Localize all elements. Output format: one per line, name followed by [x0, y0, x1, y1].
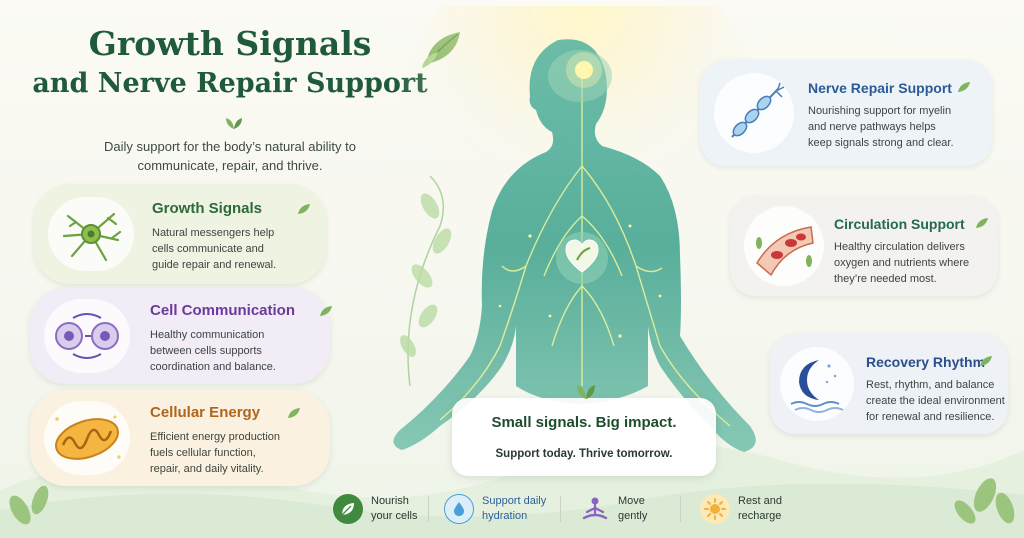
move-line-2: gently [618, 510, 648, 522]
circ-line-1: Healthy circulation delivers [834, 241, 965, 253]
rest-line-2: recharge [738, 510, 782, 522]
nourish-line-2: your cells [371, 510, 418, 522]
energy-line-1: Efficient energy production [150, 431, 281, 443]
impact-sprout-icon [577, 385, 595, 399]
growth-signals-body: Natural messengers help cells communicat… [152, 226, 342, 274]
move-line-1: Move [618, 495, 645, 508]
nerve-line-2: and nerve pathways helps [808, 120, 936, 133]
neuron-icon [62, 212, 122, 262]
title-line-2: and Nerve Repair Support [32, 67, 428, 99]
nourish-line-1: Nourish [371, 495, 409, 508]
comm-line-2: between cells supports [150, 344, 262, 357]
circulation-leaf-icon [976, 218, 988, 228]
recovery-leaf-icon [980, 356, 992, 366]
energy-leaf-icon [288, 408, 300, 418]
hydration-text: Support daily hydration [482, 494, 546, 524]
myelin-nerve-icon [731, 82, 785, 138]
moon-icon-wrap [780, 347, 854, 421]
mitochondria-icon-wrap [44, 401, 130, 475]
move-text: Move gently [618, 494, 647, 524]
nerve-icon-wrap [714, 73, 794, 153]
cells-icon [55, 313, 119, 359]
comm-leaf-icon [320, 306, 332, 316]
rest-line-1: Rest and [738, 495, 783, 508]
rest-text: Rest and recharge [738, 494, 782, 524]
cellular-energy-title: Cellular Energy [150, 404, 261, 421]
meditation-icon [580, 494, 610, 524]
nerve-repair-card: Nerve Repair Support Nourishing support … [700, 60, 992, 166]
nerve-line-1: Nourishing support for myelin [808, 105, 952, 117]
recov-line-3: for renewal and resilience. [866, 410, 995, 423]
cell-communication-title: Cell Communication [150, 302, 296, 319]
nerve-line-3: keep signals strong and clear. [808, 136, 954, 149]
hydration-line-2: hydration [482, 510, 528, 522]
energy-line-2: fuels cellular function, [150, 446, 256, 459]
moon-waves-icon [790, 360, 844, 413]
leaf-icon [333, 494, 363, 524]
growth-signals-title: Growth Signals [152, 200, 263, 217]
impact-tagline: Support today. Thrive tomorrow. [495, 448, 673, 460]
circ-line-2: oxygen and nutrients where [834, 256, 970, 269]
bottom-item-move: Move gently [580, 492, 647, 526]
nerve-repair-body: Nourishing support for myelin and nerve … [808, 104, 1008, 152]
bottom-item-nourish: Nourish your cells [333, 492, 417, 526]
cellular-energy-body: Efficient energy production fuels cellul… [150, 430, 340, 478]
title-line-1: Growth Signals [88, 24, 372, 63]
bottom-divider [428, 496, 429, 522]
circulation-title: Circulation Support [834, 216, 965, 232]
divider-leaf-icon [226, 118, 242, 129]
comm-line-1: Healthy communication [150, 329, 265, 341]
subtitle-line-1: Daily support for the body’s natural abi… [104, 139, 356, 154]
growth-line-1: Natural messengers help [152, 227, 275, 239]
sun-icon [700, 494, 730, 524]
growth-line-2: cells communicate and [152, 242, 264, 255]
bottom-item-hydration: Support daily hydration [444, 492, 546, 526]
growth-signals-card: Growth Signals Natural messengers help c… [34, 184, 326, 284]
mitochondria-icon [55, 415, 121, 460]
cells-icon-wrap [44, 299, 130, 373]
water-drop-icon [444, 494, 474, 524]
page-title: Growth Signals and Nerve Repair Support [20, 24, 440, 99]
bottom-divider [560, 496, 561, 522]
impact-banner: Small signals. Big impact. Support today… [452, 398, 716, 476]
subtitle-line-2: communicate, repair, and thrive. [137, 157, 323, 173]
nerve-repair-title: Nerve Repair Support [808, 80, 952, 96]
subtitle: Daily support for the body’s natural abi… [60, 138, 400, 176]
background-hills [0, 442, 1024, 538]
cellular-energy-card: Cellular Energy Efficient energy product… [30, 390, 330, 486]
nourish-text: Nourish your cells [371, 494, 417, 524]
circulation-body: Healthy circulation delivers oxygen and … [834, 240, 994, 288]
hydration-line-1: Support daily [482, 495, 547, 508]
circ-line-3: they’re needed most. [834, 272, 937, 285]
recov-line-1: Rest, rhythm, and balance [866, 379, 995, 391]
human-figure-illustration [393, 6, 760, 452]
recovery-title: Recovery Rhythm [866, 354, 986, 370]
cell-communication-body: Healthy communication between cells supp… [150, 328, 340, 376]
bottom-item-rest: Rest and recharge [700, 492, 782, 526]
nerve-leaf-icon [958, 82, 970, 92]
cell-communication-card: Cell Communication Healthy communication… [30, 288, 332, 384]
recovery-body: Rest, rhythm, and balance create the ide… [866, 378, 1006, 426]
circulation-support-card: Circulation Support Healthy circulation … [730, 196, 998, 296]
blood-vessel-icon [756, 226, 814, 277]
recovery-rhythm-card: Recovery Rhythm Rest, rhythm, and balanc… [770, 334, 1008, 434]
recov-line-2: create the ideal environment [866, 394, 1005, 407]
growth-line-3: guide repair and renewal. [152, 258, 277, 271]
neuron-icon-wrap [48, 197, 134, 271]
blood-vessel-icon-wrap [744, 206, 824, 286]
energy-line-3: repair, and daily vitality. [150, 462, 264, 475]
bottom-divider [680, 496, 681, 522]
comm-line-3: coordination and balance. [150, 360, 276, 373]
impact-headline: Small signals. Big impact. [491, 414, 677, 431]
growth-leaf-icon [298, 204, 310, 214]
